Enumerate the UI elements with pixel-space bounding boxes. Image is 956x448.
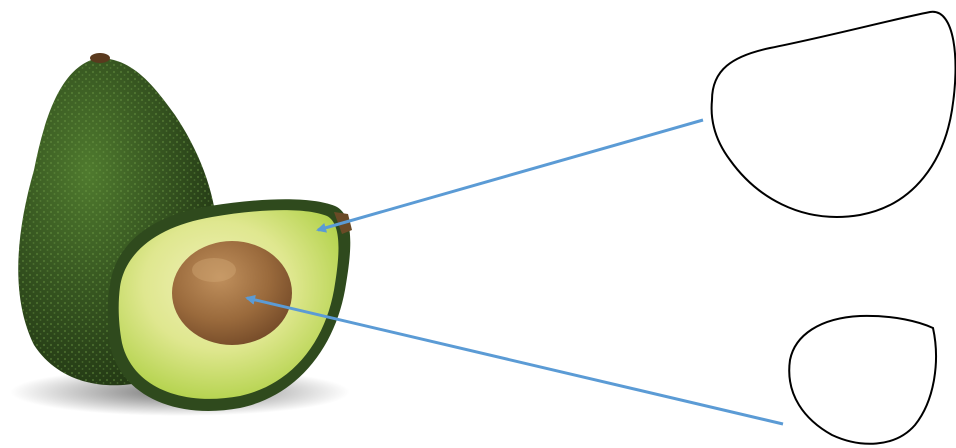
label-shape-pit — [789, 316, 936, 444]
avocado-pit — [172, 241, 292, 345]
stem-icon — [90, 53, 110, 63]
pit-highlight — [192, 258, 236, 282]
arrow-flesh — [318, 120, 703, 230]
arrow-pit — [247, 298, 783, 424]
label-shape-flesh — [712, 12, 956, 217]
